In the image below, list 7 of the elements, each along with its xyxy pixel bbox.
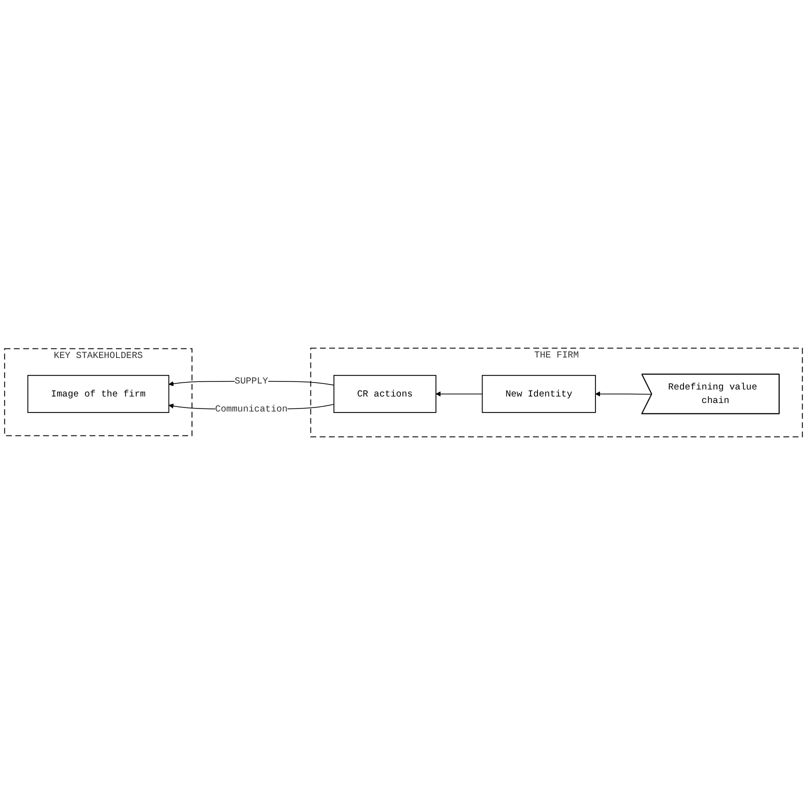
arrow bbox=[436, 391, 483, 396]
node-box: Image of the firm bbox=[27, 374, 170, 413]
node-box: New Identity bbox=[482, 374, 596, 413]
edge-label: Communication bbox=[215, 404, 288, 414]
arrow bbox=[595, 391, 652, 396]
node-box: CR actions bbox=[333, 374, 436, 413]
edge-label: SUPPLY bbox=[234, 376, 268, 386]
